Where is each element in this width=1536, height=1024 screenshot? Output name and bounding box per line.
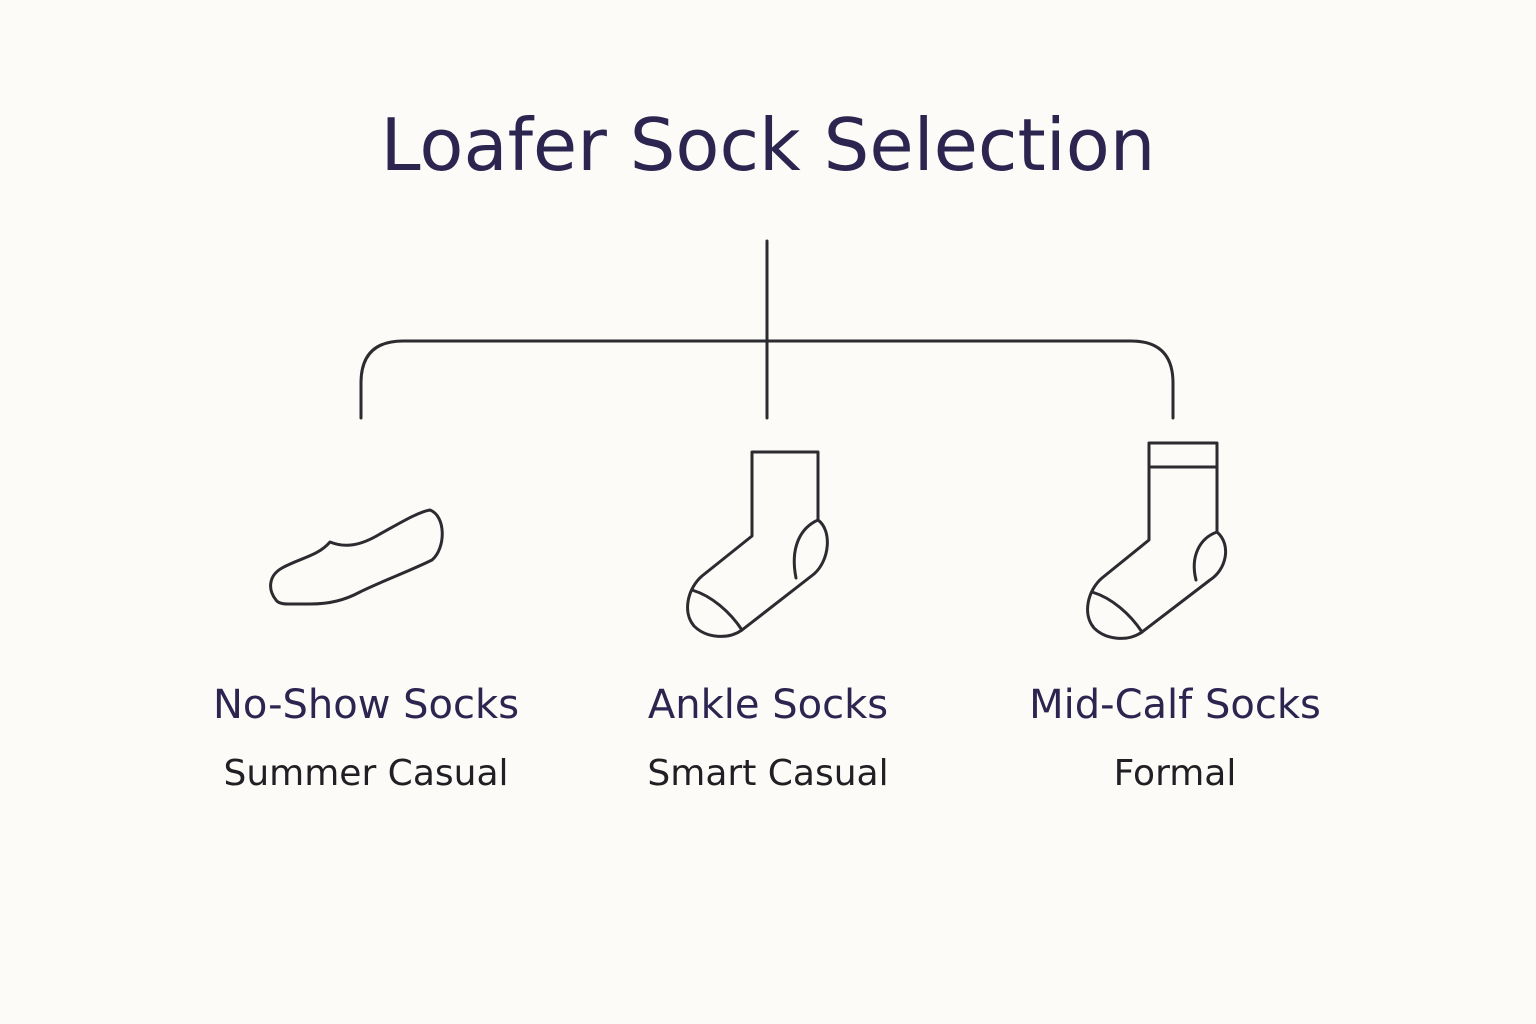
diagram-title: Loafer Sock Selection bbox=[380, 103, 1156, 187]
branch-connector bbox=[359, 339, 1175, 420]
mid-calf-sock-icon bbox=[1086, 441, 1228, 640]
option-label-ankle: Ankle Socks bbox=[647, 682, 889, 728]
option-occasion-mid-calf: Formal bbox=[1113, 753, 1237, 794]
no-show-sock-icon bbox=[269, 508, 444, 606]
ankle-sock-icon bbox=[686, 450, 829, 638]
option-label-no-show: No-Show Socks bbox=[212, 682, 520, 728]
option-occasion-no-show: Summer Casual bbox=[223, 753, 509, 794]
option-occasion-ankle: Smart Casual bbox=[647, 753, 889, 794]
option-label-mid-calf: Mid-Calf Socks bbox=[1029, 682, 1321, 728]
